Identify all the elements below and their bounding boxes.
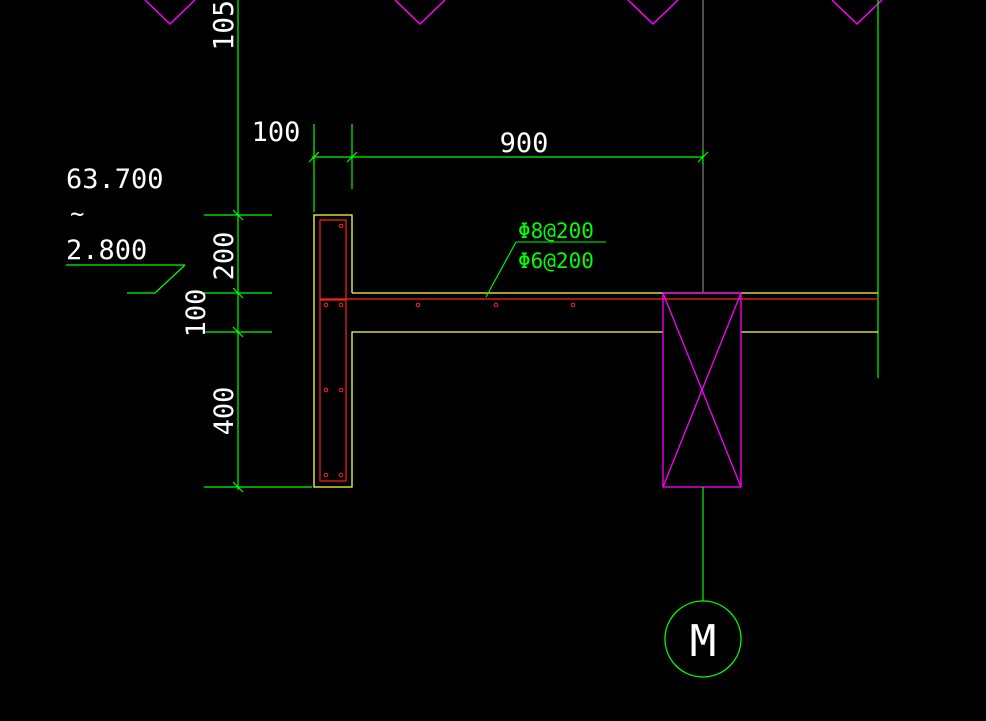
zigzag-4 (831, 0, 883, 26)
rebar-dot-8 (415, 302, 421, 308)
top-zigzag-marks (144, 0, 883, 26)
concrete-section-outline (313, 214, 663, 488)
top-tick-2 (346, 151, 358, 163)
rebar-dot-5 (338, 387, 344, 393)
rebar-dot-1 (338, 223, 344, 229)
rebar-leader (485, 241, 606, 298)
dim-top-partial: 105 (207, 0, 240, 51)
left-tick-1 (232, 209, 244, 221)
left-tick-3 (232, 326, 244, 338)
rebar-dot-3 (338, 302, 344, 308)
rebar-dots (323, 223, 576, 478)
zigzag-3 (627, 0, 679, 26)
concrete-outline (313, 214, 878, 488)
top-tick-1 (308, 151, 320, 163)
axis-bubble (664, 600, 742, 678)
rebar-leader-diagonal (485, 241, 517, 298)
rebar-wall-stirrup (319, 299, 347, 482)
elevation-lower: 2.800 (66, 235, 147, 266)
left-tick-2 (232, 287, 244, 299)
zigzag-1 (144, 0, 196, 26)
rebar-dot-2 (323, 302, 329, 308)
column-diagonal-2 (662, 292, 742, 488)
rebar-upturn-stirrup (319, 219, 347, 300)
dim-100-side: 100 (181, 289, 212, 338)
dim-200: 200 (209, 232, 240, 281)
column-marker (662, 292, 742, 488)
rebar-dot-10 (570, 302, 576, 308)
rebar-dot-6 (323, 472, 329, 478)
elevation-triangle (127, 264, 186, 294)
rebar-label-bottom: Φ6@200 (518, 249, 594, 273)
elevation-tilde: ~ (70, 200, 84, 228)
left-tick-4 (232, 481, 244, 493)
elevation-upper: 63.700 (66, 164, 164, 195)
left-dimension-chain (204, 0, 312, 493)
rebar-group (319, 219, 878, 482)
elevation-marker (66, 264, 186, 294)
rebar-label-top: Φ8@200 (518, 219, 594, 243)
dim-100-top: 100 (252, 117, 301, 148)
top-tick-3 (697, 151, 709, 163)
axis-label: M (690, 616, 717, 667)
column-box (662, 292, 742, 488)
top-dimension-chain (308, 124, 709, 212)
rebar-dot-9 (493, 302, 499, 308)
rebar-dot-4 (323, 387, 329, 393)
zigzag-2 (394, 0, 446, 26)
dim-900: 900 (500, 128, 549, 159)
rebar-dot-7 (338, 472, 344, 478)
dim-400: 400 (209, 387, 240, 436)
